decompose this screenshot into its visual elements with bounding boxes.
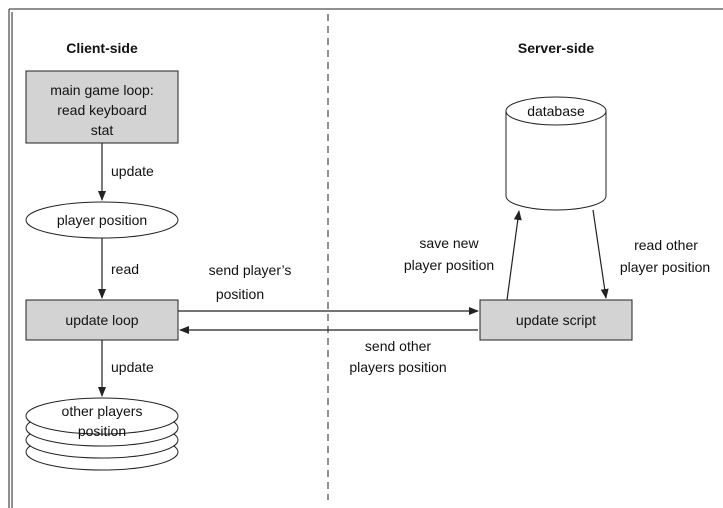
other-players-stack: other players position [25,397,179,471]
player-position-node: player position [25,201,179,239]
database-label: database [527,103,585,119]
other-players-line-2: position [78,423,126,439]
label-send-player-line-1: send player’s [209,262,292,278]
label-send-player-line-2: position [216,286,264,302]
update-script-label: update script [516,312,596,328]
label-update-2: update [111,359,154,375]
database-cylinder: database [505,96,607,211]
main-game-loop-box: main game loop: read keyboard stat [25,70,179,144]
arrow-save-new-player-position [506,210,522,301]
other-players-line-1: other players [62,403,143,419]
label-send-other-line-1: send other [365,338,431,354]
label-read-other-line-1: read other [634,237,698,253]
arrow-read-other-player-position [592,209,609,299]
label-save-new-line-2: player position [404,257,494,273]
main-game-loop-line-3: stat [91,122,114,138]
client-side-heading: Client-side [66,40,138,56]
label-save-new-line-1: save new [419,235,479,251]
update-loop-box: update loop [25,299,179,341]
update-script-box: update script [479,299,633,341]
label-update-1: update [111,163,154,179]
server-side-heading: Server-side [518,40,594,56]
player-position-label: player position [57,212,147,228]
main-game-loop-line-2: read keyboard [57,102,147,118]
label-send-other-line-2: players position [349,359,446,375]
update-loop-label: update loop [65,312,138,328]
label-read-other-line-2: player position [620,259,710,275]
label-read: read [111,261,139,277]
main-game-loop-line-1: main game loop: [50,82,154,98]
